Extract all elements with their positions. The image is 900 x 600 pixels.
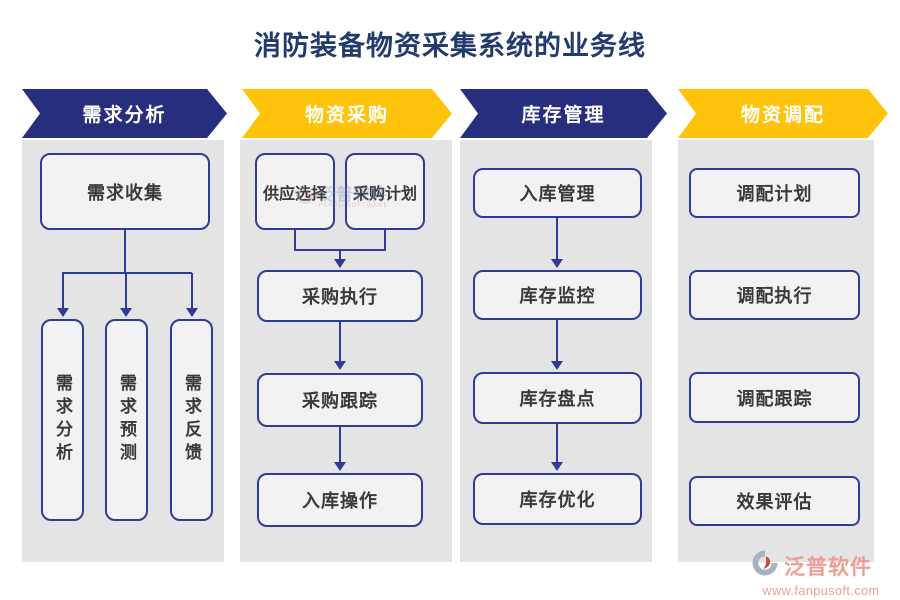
connector-arrowhead bbox=[334, 361, 346, 370]
connector-arrowhead bbox=[186, 308, 198, 317]
flow-box-demand-collect: 需求收集 bbox=[40, 153, 210, 230]
connector-line bbox=[556, 218, 558, 260]
flow-box-alloc-track: 调配跟踪 bbox=[689, 372, 860, 423]
flow-box-label: 库存监控 bbox=[519, 286, 596, 306]
flow-box-demand-forecast: 需求预测 bbox=[105, 319, 148, 521]
flow-box-label: 需求反馈 bbox=[182, 374, 201, 466]
flow-box-label: 调配计划 bbox=[736, 184, 813, 204]
flow-box-purchase-track: 采购跟踪 bbox=[257, 373, 423, 427]
connector-arrowhead bbox=[334, 462, 346, 471]
connector-line bbox=[62, 273, 64, 309]
flow-box-label: 效果评估 bbox=[736, 492, 813, 512]
flow-box-stock-optimize: 库存优化 bbox=[473, 473, 642, 525]
flow-box-demand-feedback: 需求反馈 bbox=[170, 319, 213, 521]
column-header-label: 物资调配 bbox=[740, 105, 825, 126]
flow-box-purchase-plan: 采购计划 bbox=[345, 153, 425, 230]
column-header-label: 库存管理 bbox=[521, 105, 606, 126]
flow-box-supplier-select: 供应选择 bbox=[255, 153, 335, 230]
flow-box-label: 需求分析 bbox=[53, 374, 72, 466]
flow-box-label: 调配跟踪 bbox=[736, 388, 813, 409]
page-title: 消防装备物资采集系统的业务线 bbox=[254, 31, 646, 61]
flow-box-effect-evaluate: 效果评估 bbox=[689, 476, 860, 526]
flow-box-stock-count: 库存盘点 bbox=[473, 372, 642, 424]
fanpu-logo-icon bbox=[750, 548, 780, 583]
flow-box-label: 调配执行 bbox=[736, 286, 813, 306]
footer-brand-name: 泛普软件 bbox=[784, 555, 872, 579]
connector-line bbox=[125, 273, 127, 309]
connector-line bbox=[191, 273, 193, 309]
flow-box-label: 入库管理 bbox=[519, 184, 596, 204]
column-header-allocation: 物资调配 bbox=[678, 89, 888, 138]
flow-box-label: 需求预测 bbox=[117, 374, 136, 466]
flow-box-alloc-execute: 调配执行 bbox=[689, 270, 860, 320]
flow-box-label: 采购跟踪 bbox=[302, 391, 378, 411]
connector-line bbox=[294, 230, 296, 250]
connector-arrowhead bbox=[334, 259, 346, 268]
connector-line bbox=[124, 230, 126, 273]
flow-box-label: 采购计划 bbox=[352, 185, 417, 203]
column-header-label: 需求分析 bbox=[82, 105, 167, 126]
flow-box-label: 需求收集 bbox=[87, 182, 163, 203]
connector-line bbox=[556, 320, 558, 362]
flow-box-label: 供应选择 bbox=[262, 185, 327, 203]
connector-line bbox=[339, 250, 341, 260]
connector-line bbox=[384, 230, 386, 250]
connector-arrowhead bbox=[57, 308, 69, 317]
connector-line bbox=[62, 272, 192, 274]
flow-box-purchase-execute: 采购执行 bbox=[257, 270, 423, 322]
flow-box-inbound-mgmt: 入库管理 bbox=[473, 168, 642, 218]
flow-box-label: 库存盘点 bbox=[519, 389, 596, 409]
column-header-inventory: 库存管理 bbox=[460, 89, 667, 138]
connector-arrowhead bbox=[551, 259, 563, 268]
flow-box-label: 库存优化 bbox=[519, 490, 596, 510]
connector-arrowhead bbox=[120, 308, 132, 317]
column-header-demand-analysis: 需求分析 bbox=[22, 89, 227, 138]
connector-line bbox=[339, 322, 341, 362]
flow-box-stock-monitor: 库存监控 bbox=[473, 270, 642, 320]
flow-box-inbound-operation: 入库操作 bbox=[257, 473, 423, 527]
flow-box-label: 入库操作 bbox=[302, 491, 378, 511]
connector-line bbox=[339, 427, 341, 463]
column-header-label: 物资采购 bbox=[304, 105, 389, 126]
connector-line bbox=[556, 424, 558, 463]
flow-box-label: 采购执行 bbox=[302, 287, 378, 307]
connector-arrowhead bbox=[551, 462, 563, 471]
footer-url: www.fanpusoft.com bbox=[762, 584, 880, 598]
connector-arrowhead bbox=[551, 361, 563, 370]
flow-box-demand-analysis: 需求分析 bbox=[41, 319, 84, 521]
footer-brand: 泛普软件 www.fanpusoft.com bbox=[750, 548, 892, 598]
flow-box-alloc-plan: 调配计划 bbox=[689, 168, 860, 218]
column-header-procurement: 物资采购 bbox=[242, 89, 452, 138]
